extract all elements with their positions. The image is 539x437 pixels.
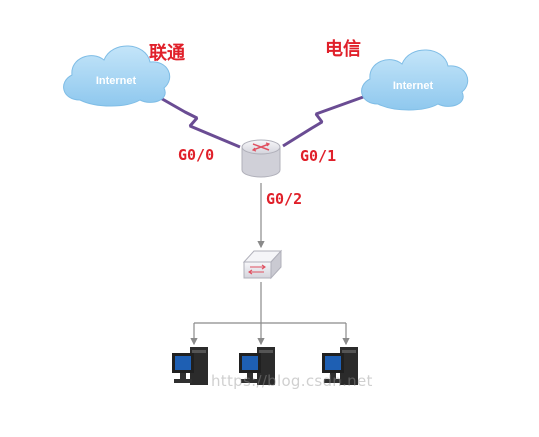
wan-link-right xyxy=(282,94,367,148)
internet-cloud-left: Internet xyxy=(63,45,171,107)
pc-icon xyxy=(239,347,275,385)
isp-label-unicom: 联通 xyxy=(149,43,185,64)
pc-icon xyxy=(322,347,358,385)
router-icon xyxy=(241,139,281,178)
port-label-g0-2: G0/2 xyxy=(266,190,303,208)
port-label-g0-0: G0/0 xyxy=(178,146,215,164)
pc-icon xyxy=(172,347,208,385)
cloud-left-label: Internet xyxy=(96,75,137,87)
isp-label-telecom: 电信 xyxy=(325,39,361,60)
access-links xyxy=(190,282,350,346)
switch-icon xyxy=(242,249,283,280)
cloud-right-label: Internet xyxy=(393,80,434,92)
port-label-g0-1: G0/1 xyxy=(300,147,337,165)
internet-cloud-right: Internet xyxy=(361,49,469,111)
wan-link-left xyxy=(149,90,241,149)
watermark: https://blog.csdn.net xyxy=(211,372,373,390)
